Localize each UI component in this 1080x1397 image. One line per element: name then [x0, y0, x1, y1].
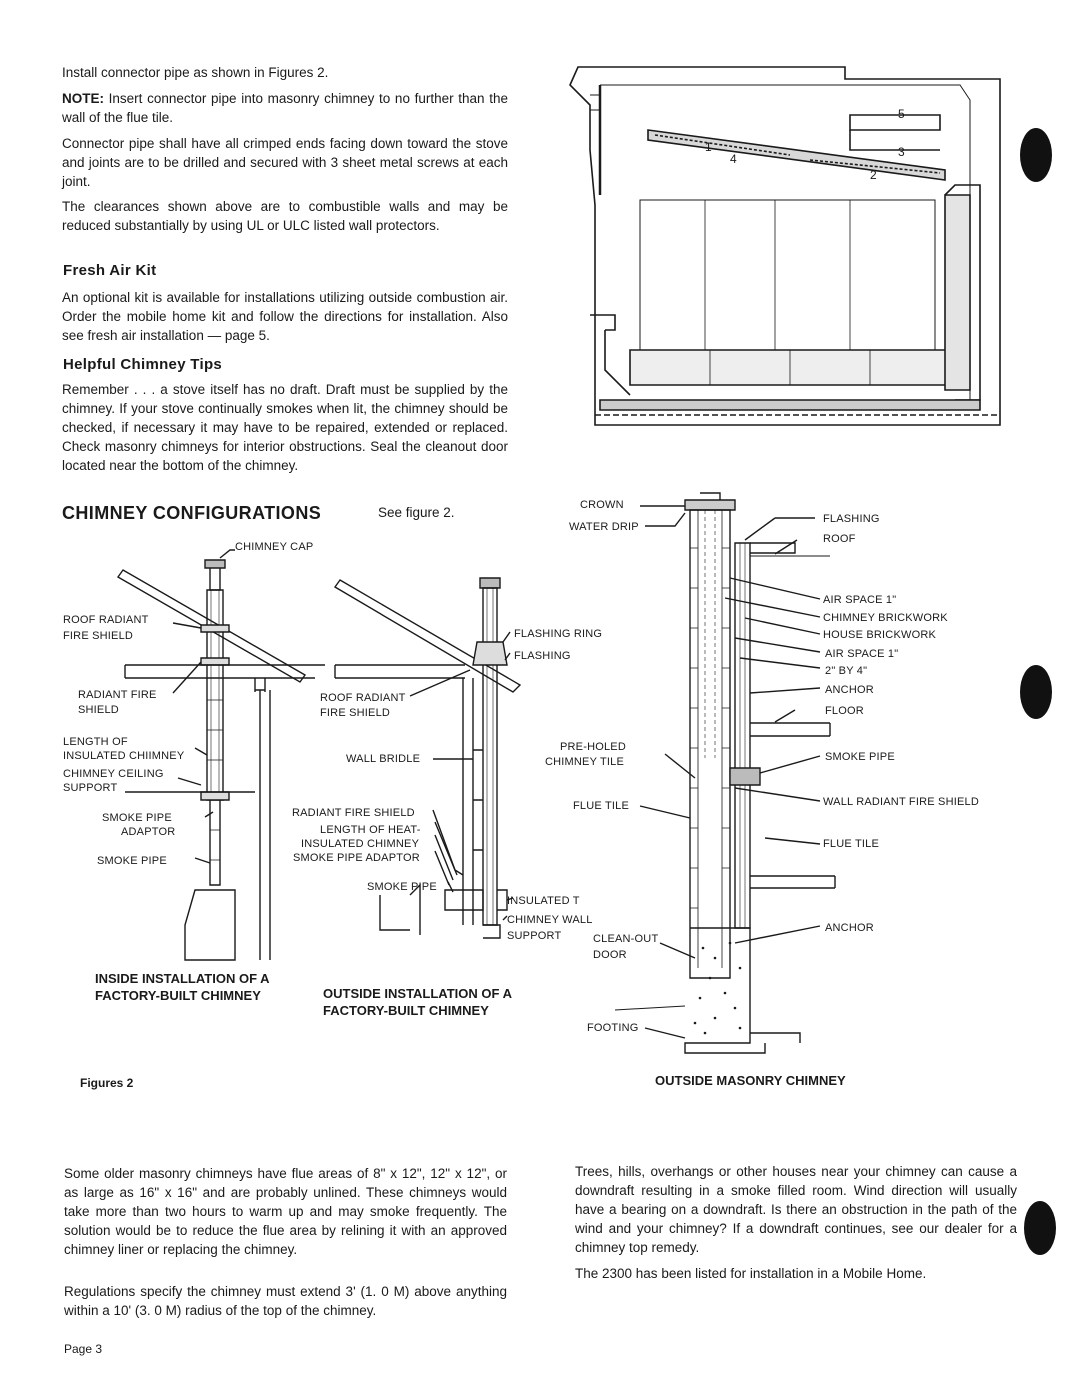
label-clean-out-1: CLEAN-OUT: [593, 933, 658, 945]
label-smoke-adaptor-1: SMOKE PIPE: [102, 812, 172, 824]
outside-caption-1: OUTSIDE INSTALLATION OF A: [323, 986, 512, 1001]
label-footing: FOOTING: [587, 1022, 639, 1034]
stove-cross-section-figure: 5 4 3 2 1: [569, 66, 1001, 426]
label-radiant-shield: RADIANT FIRE SHIELD: [292, 807, 415, 819]
label-anchor: ANCHOR: [825, 684, 874, 696]
label-flue-tile-left: FLUE TILE: [573, 800, 629, 812]
punch-hole-2: [1020, 665, 1052, 719]
chimney-tips-paragraph: Remember . . . a stove itself has no dra…: [62, 382, 508, 473]
chimney-tips-heading: Helpful Chimney Tips: [63, 356, 223, 373]
note-label: NOTE:: [62, 91, 104, 106]
outside-caption-2: FACTORY-BUILT CHIMNEY: [323, 1003, 489, 1018]
fresh-air-heading: Fresh Air Kit: [63, 262, 157, 279]
label-roof-radiant-2: FIRE SHIELD: [63, 630, 133, 642]
label-insulated-chimney: INSULATED CHIMNEY: [301, 838, 420, 850]
label-wall-support-2: SUPPORT: [507, 930, 561, 942]
label-ceiling-1: CHIMNEY CEILING: [63, 768, 164, 780]
label-wall-bridle: WALL BRIDLE: [346, 753, 420, 765]
masonry-chimney-figure: CROWN WATER DRIP FLASHING ROOF AIR SPACE…: [545, 492, 979, 1054]
label-pre-holed-2: CHIMNEY TILE: [545, 756, 624, 768]
masonry-caption: OUTSIDE MASONRY CHIMNEY: [655, 1073, 846, 1088]
label-flue-tile-right: FLUE TILE: [823, 838, 879, 850]
label-clean-out-2: DOOR: [593, 949, 627, 961]
inside-installation-figure: CHIMNEY CAP ROOF RADIANT FIRE SHIELD RAD…: [63, 541, 325, 961]
configurations-heading: CHIMNEY CONFIGURATIONS: [62, 503, 322, 523]
stove-part-1: 1: [705, 140, 712, 154]
label-water-drip: WATER DRIP: [569, 521, 639, 533]
page-number: Page 3: [64, 1342, 103, 1356]
label-air-space-2: AIR SPACE 1": [825, 648, 898, 660]
label-floor: FLOOR: [825, 705, 864, 717]
mobile-home-paragraph: The 2300 has been listed for installatio…: [575, 1266, 927, 1281]
label-radiant-1: RADIANT FIRE: [78, 689, 157, 701]
regulations-paragraph: Regulations specify the chimney must ext…: [64, 1284, 507, 1318]
label-length-1: LENGTH OF: [63, 736, 128, 748]
label-flashing: FLASHING: [823, 513, 880, 525]
note-paragraph: NOTE: Insert connector pipe into masonry…: [62, 89, 508, 127]
label-air-space: AIR SPACE 1": [823, 594, 896, 606]
label-chimney-brickwork: CHIMNEY BRICKWORK: [823, 612, 948, 624]
inside-caption-2: FACTORY-BUILT CHIMNEY: [95, 988, 261, 1003]
label-length-2: INSULATED CHIIMNEY: [63, 750, 185, 762]
label-flashing-ring: FLASHING RING: [514, 628, 602, 640]
note-text: Insert connector pipe into masonry chimn…: [62, 91, 508, 125]
older-chimneys-paragraph: Some older masonry chimneys have flue ar…: [64, 1166, 507, 1257]
inside-caption-1: INSIDE INSTALLATION OF A: [95, 971, 270, 986]
label-wall-radiant: WALL RADIANT FIRE SHIELD: [823, 796, 979, 808]
clearances-paragraph: The clearances shown above are to combus…: [62, 199, 508, 233]
stove-part-2: 2: [870, 168, 877, 182]
label-flashing: FLASHING: [514, 650, 571, 662]
label-smoke-pipe: SMOKE PIPE: [367, 881, 437, 893]
label-length-heat: LENGTH OF HEAT-: [320, 824, 421, 836]
punch-hole-1: [1020, 128, 1052, 182]
see-figure-note: See figure 2.: [378, 505, 455, 520]
stove-part-5: 5: [898, 107, 905, 121]
outside-installation-figure: FLASHING RING FLASHING ROOF RADIANT FIRE…: [292, 577, 602, 942]
label-smoke-adaptor-2: ADAPTOR: [121, 826, 175, 838]
label-radiant-2: SHIELD: [78, 704, 119, 716]
label-crown: CROWN: [580, 499, 624, 511]
cabinet-outline: [569, 66, 1001, 426]
label-smoke-adaptor: SMOKE PIPE ADAPTOR: [293, 852, 420, 864]
stove-part-3: 3: [898, 145, 905, 159]
label-smoke-pipe: SMOKE PIPE: [97, 855, 167, 867]
label-smoke-pipe: SMOKE PIPE: [825, 751, 895, 763]
label-insulated-t: INSULATED T: [507, 895, 580, 907]
label-ceiling-2: SUPPORT: [63, 782, 117, 794]
label-chimney-cap: CHIMNEY CAP: [235, 541, 313, 553]
crimped-ends-paragraph: Connector pipe shall have all crimped en…: [62, 136, 508, 189]
label-two-by-four: 2" BY 4": [825, 665, 867, 677]
label-pre-holed-1: PRE-HOLED: [560, 741, 626, 753]
punch-hole-3: [1024, 1201, 1056, 1255]
label-roof-radiant-2: FIRE SHIELD: [320, 707, 390, 719]
label-house-brickwork: HOUSE BRICKWORK: [823, 629, 936, 641]
fresh-air-paragraph: An optional kit is available for install…: [62, 290, 508, 343]
stove-part-4: 4: [730, 152, 737, 166]
label-anchor-2: ANCHOR: [825, 922, 874, 934]
label-roof-radiant-1: ROOF RADIANT: [63, 614, 149, 626]
figures-label: Figures 2: [80, 1076, 134, 1090]
label-roof-radiant-1: ROOF RADIANT: [320, 692, 406, 704]
intro-text: Install connector pipe as shown in Figur…: [62, 65, 329, 80]
downdraft-paragraph: Trees, hills, overhangs or other houses …: [575, 1164, 1017, 1255]
label-roof: ROOF: [823, 533, 856, 545]
label-wall-support-1: CHIMNEY WALL: [507, 914, 593, 926]
